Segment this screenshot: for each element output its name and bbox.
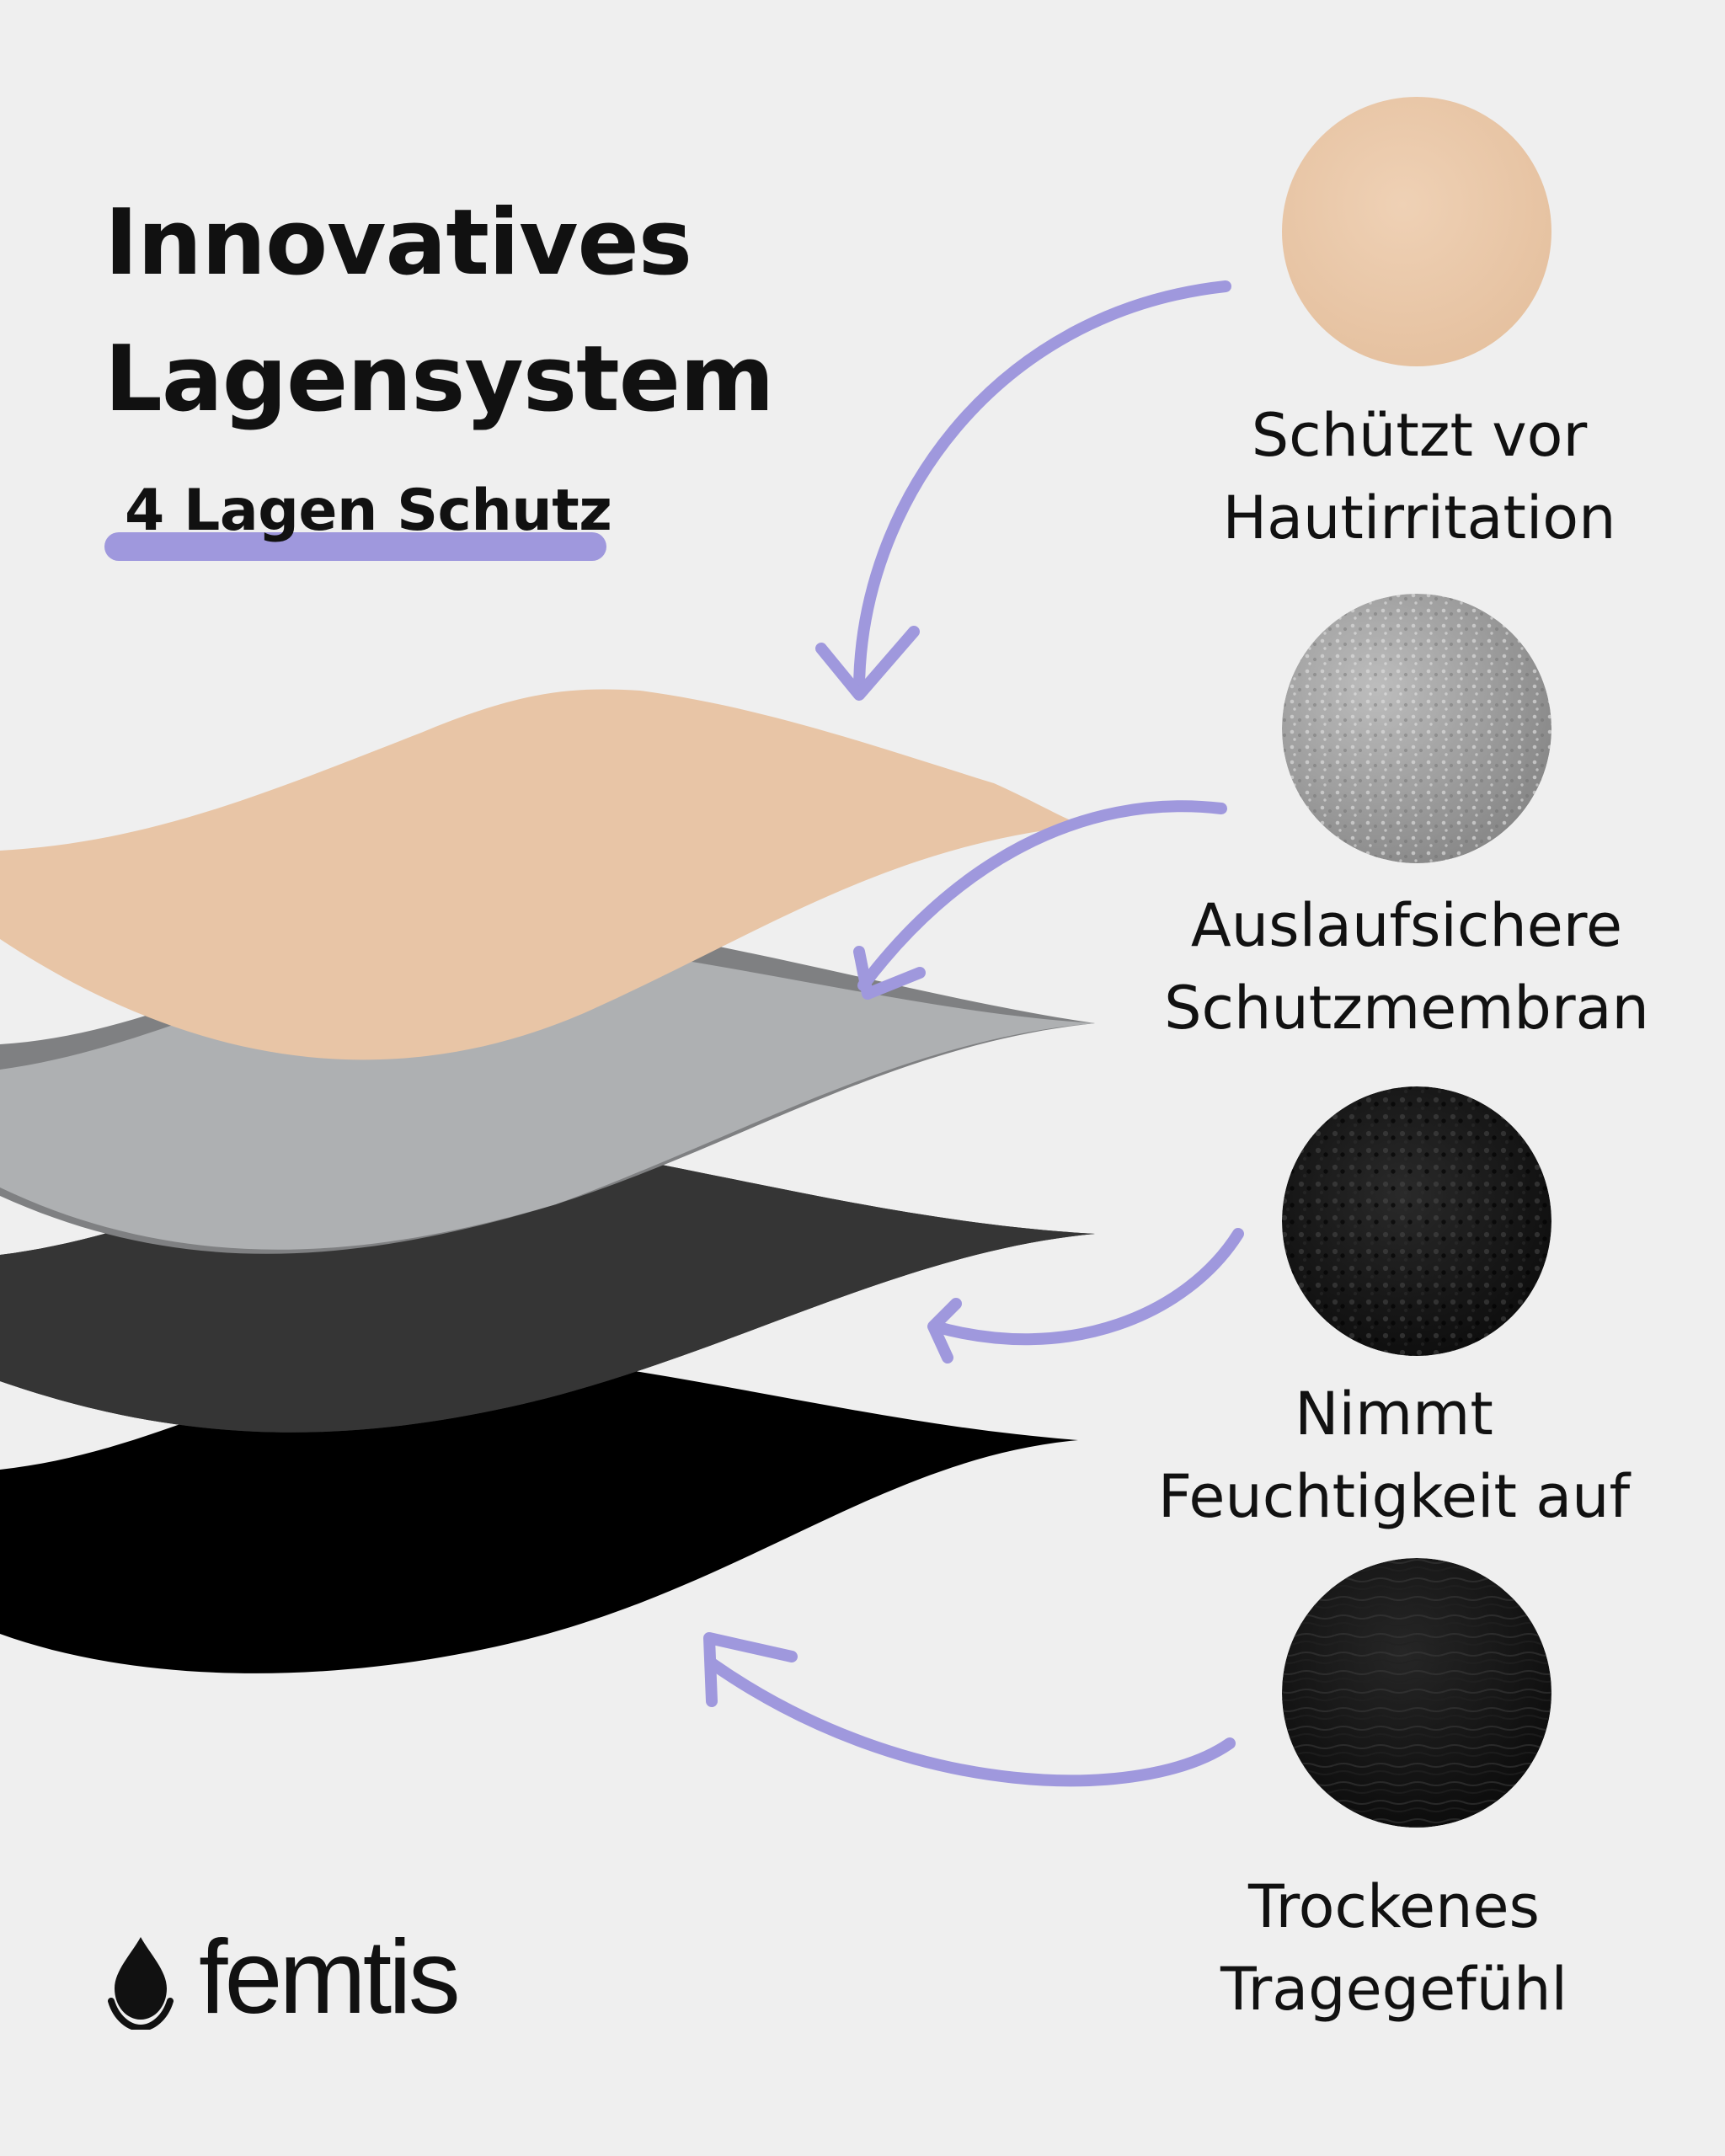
- arrows: [703, 280, 1244, 1787]
- headline-line-1: Innovatives: [104, 190, 692, 296]
- layer-label-3: Nimmt Feuchtigkeit auf: [1120, 1373, 1668, 1538]
- layer-label-1-line-2: Hautirritation: [1222, 483, 1616, 552]
- black-absorbent-swatch: [1282, 1086, 1551, 1356]
- layer-label-4-line-2: Tragegefühl: [1220, 1955, 1567, 2024]
- brand-name: femtis: [199, 1919, 461, 2036]
- layer-label-2-line-2: Schutzmembran: [1164, 974, 1649, 1043]
- subtitle: 4 Lagen Schutz: [125, 478, 612, 544]
- layer-label-3-line-2: Feuchtigkeit auf: [1157, 1462, 1631, 1531]
- arrow-2-icon: [857, 800, 1227, 991]
- layer-label-4: Trockenes Tragegefühl: [1146, 1865, 1642, 2031]
- layer-label-1: Schützt vor Hautirritation: [1171, 394, 1668, 559]
- arrow-1-icon: [853, 280, 1231, 696]
- water-drop-icon: [108, 1937, 174, 2030]
- headline: Innovatives Lagensystem: [104, 175, 862, 448]
- swatches: [1282, 97, 1551, 1828]
- arrow-4-head-icon: [703, 1632, 798, 1707]
- stacked-layers: [0, 689, 1095, 1673]
- arrow-4-icon: [706, 1657, 1236, 1787]
- layer-label-4-line-1: Trockenes: [1247, 1872, 1541, 1941]
- brand-logo: femtis: [104, 1919, 542, 2036]
- layer-label-2-line-1: Auslaufsichere: [1190, 891, 1623, 960]
- arrow-3-icon: [929, 1228, 1244, 1346]
- layer-label-1-line-1: Schützt vor: [1251, 401, 1588, 470]
- arrow-1-head-icon: [815, 626, 920, 701]
- arrow-3-head-icon: [927, 1298, 962, 1364]
- skin-colored-fabric-swatch: [1282, 97, 1551, 366]
- layer-label-2: Auslaufsichere Schutzmembran: [1120, 884, 1693, 1049]
- subtitle-group: 4 Lagen Schutz: [104, 475, 612, 568]
- black-knit-swatch: [1282, 1558, 1551, 1828]
- layer-label-3-line-1: Nimmt: [1295, 1380, 1493, 1449]
- headline-line-2: Lagensystem: [104, 327, 775, 432]
- arrow-2-head-icon: [853, 946, 926, 1000]
- skin-layer: [0, 689, 1082, 1060]
- subtitle-highlight: [104, 532, 606, 561]
- gray-membrane-swatch: [1282, 594, 1551, 863]
